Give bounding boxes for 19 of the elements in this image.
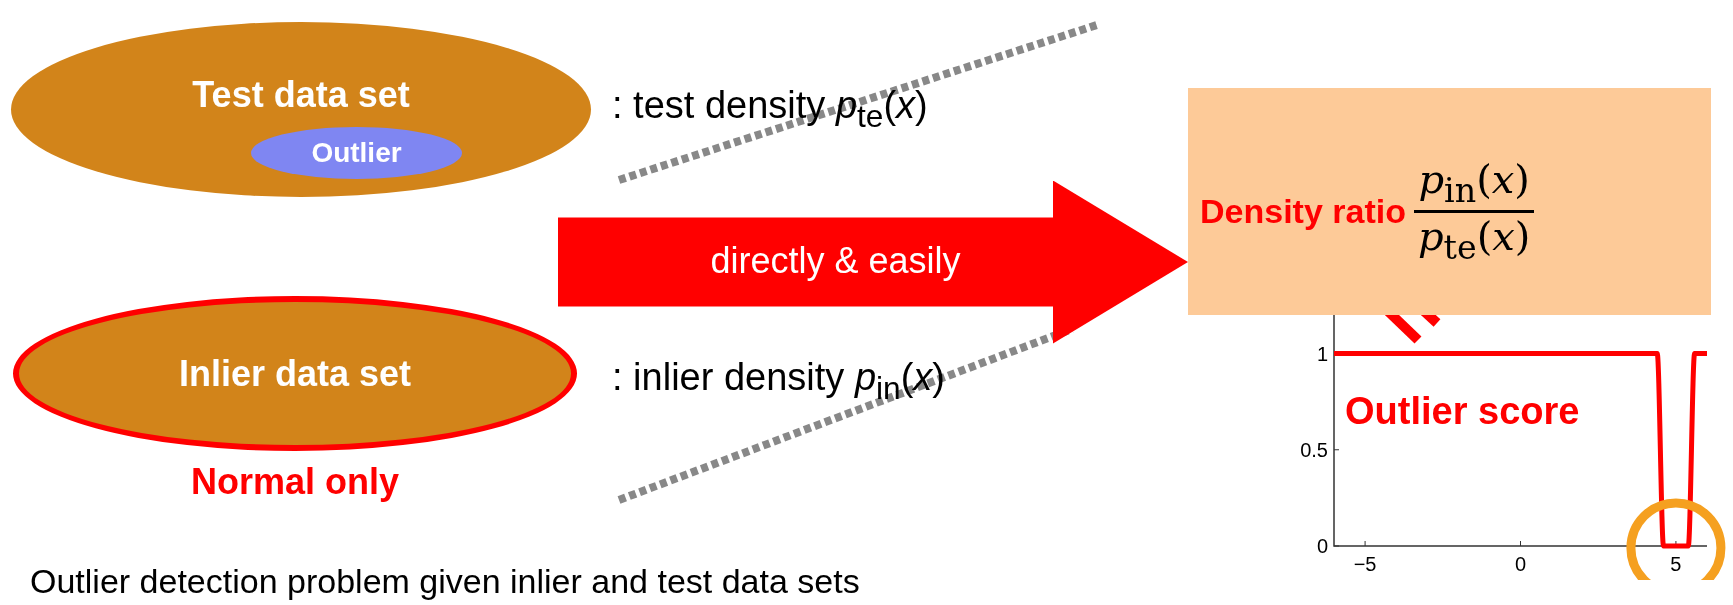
tick-label: 5 (1670, 553, 1682, 575)
outlier-label: Outlier (311, 137, 402, 169)
fraction: p$_{in}$(x) p$_{te}$(x) (1413, 155, 1535, 268)
tick-label: 0 (1316, 535, 1328, 557)
tick-label: 1 (1316, 342, 1328, 365)
density-label: : inlier density p$_{in}$(x) (612, 356, 945, 407)
data-set-label: Inlier data set (178, 352, 412, 395)
block-arrow (558, 180, 1188, 344)
chart-annotation: Outlier score (1345, 390, 1580, 433)
node-caption: Normal only (189, 461, 400, 503)
data-set-label: Test data set (192, 73, 410, 116)
tick-label: 0 (1514, 553, 1527, 575)
edge-label: directly & easily (709, 240, 962, 282)
problem-statement: Outlier detection problem given inlier and test data sets (30, 562, 860, 601)
density-label: : test density p$_{te}$(x) (612, 84, 928, 135)
box-title: Density ratio (1200, 192, 1406, 231)
tick-label: −5 (1353, 553, 1377, 575)
density-ratio-box (1188, 88, 1711, 315)
tick-label: 0.5 (1300, 438, 1328, 461)
